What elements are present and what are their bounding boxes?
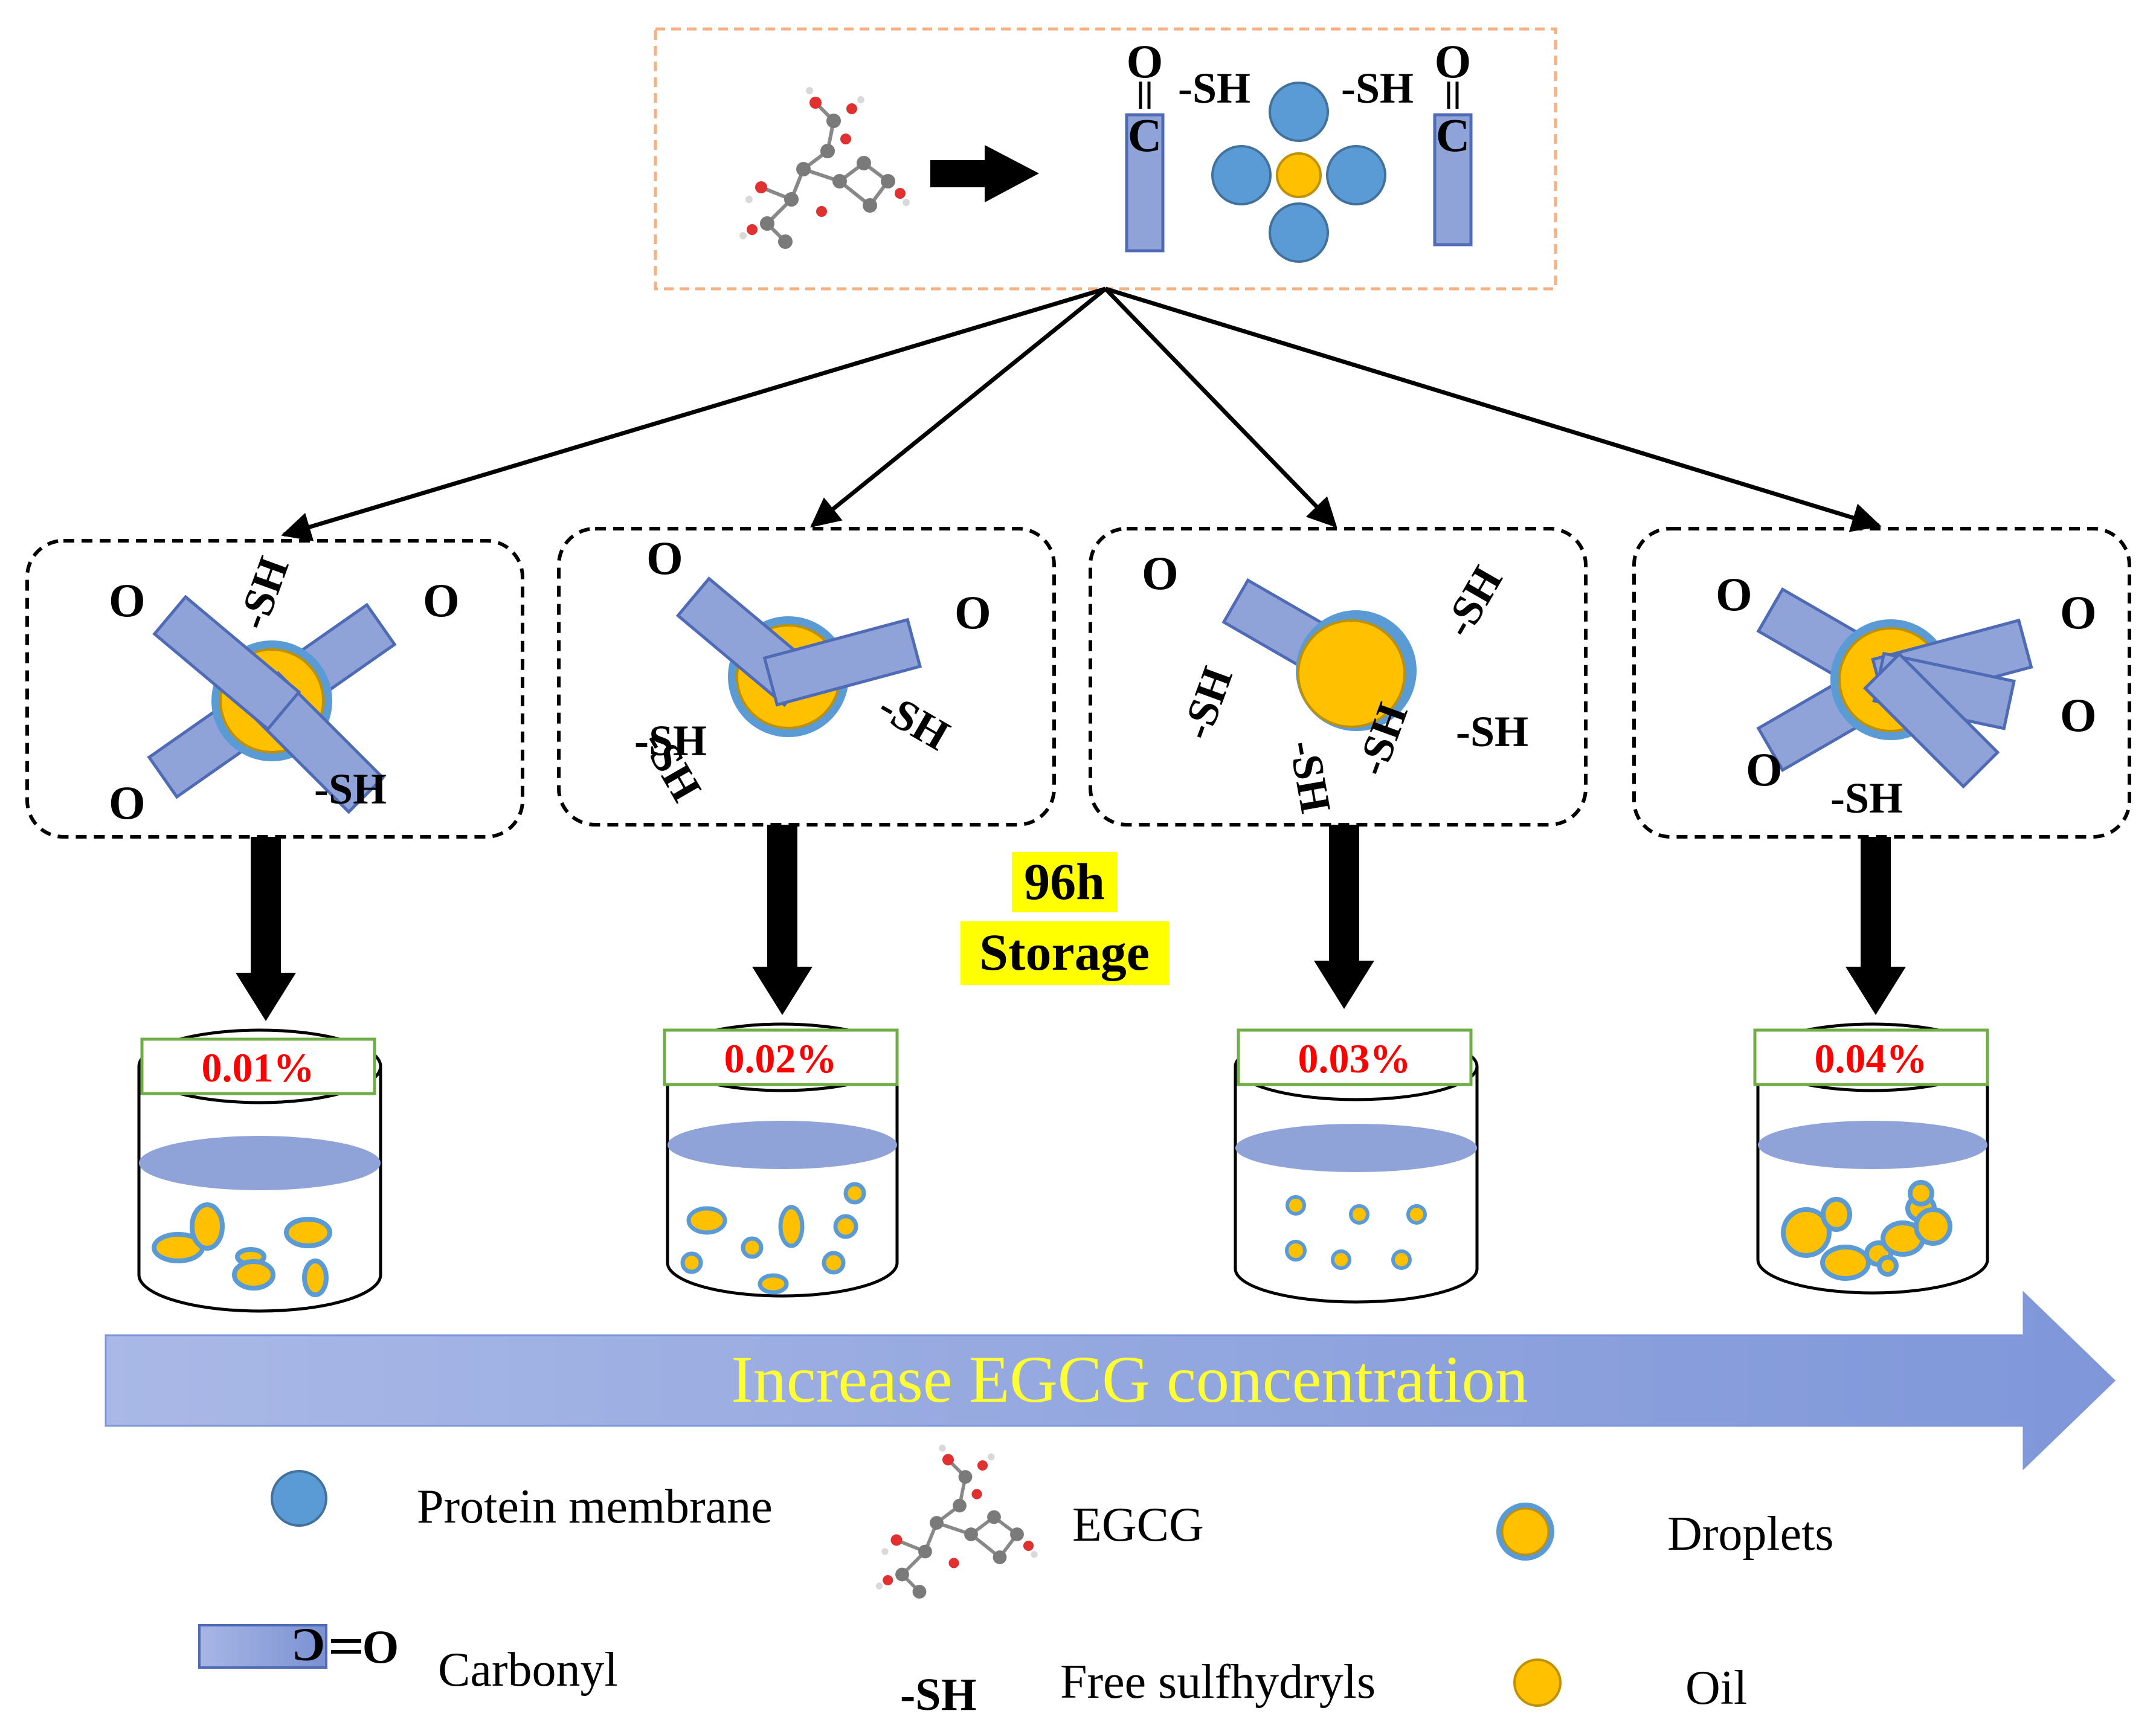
concentration-arrow-banner: Increase EGCG concentration <box>105 1291 2116 1471</box>
legend-protein-membrane: Protein membrane <box>271 1470 773 1533</box>
droplet-icon <box>1496 1503 1554 1561</box>
oxygen-label: O <box>109 574 146 627</box>
top-reaction-box: C O -SH -SH C O <box>654 27 1557 291</box>
egcg-icon <box>876 1445 1038 1599</box>
legend-free-sulfhydryls: -SH Free sulfhydryls <box>900 1655 1376 1720</box>
legend-label: Oil <box>1685 1661 1747 1715</box>
protein-oil-cluster <box>1211 82 1386 263</box>
carbonyl-group-top-left: C O <box>1125 35 1165 253</box>
carbonyl-icon: C O <box>198 1619 399 1673</box>
concentration-label: 0.03% <box>1298 1036 1411 1081</box>
legend-carbonyl: C O Carbonyl <box>198 1619 618 1697</box>
beaker-0-01: 0.01% <box>137 1028 382 1313</box>
panel-0-04: O O O O -SH <box>1632 527 2131 839</box>
oxygen-label: O <box>2060 586 2097 639</box>
legend-label: Free sulfhydryls <box>1060 1655 1376 1709</box>
oxygen-label: O <box>2060 689 2097 741</box>
legend-label: Protein membrane <box>417 1480 773 1533</box>
sh-label: -SH <box>634 717 707 765</box>
storage-label: 96h Storage <box>961 852 1169 985</box>
sh-label-top-left: -SH <box>1178 64 1250 112</box>
reaction-arrow <box>930 145 1039 202</box>
carbonyl-group-top-right: C O <box>1433 35 1473 247</box>
oxygen-label: O <box>423 574 460 627</box>
legend: Protein membrane EGCG Droplets C O Carbo… <box>198 1445 1834 1720</box>
oxygen-label: O <box>646 532 683 584</box>
sh-label: -SH <box>1456 707 1528 756</box>
sh-label: -SH <box>1434 558 1511 645</box>
panel-0-03: O -SH -SH -SH -SH -SH <box>1089 527 1588 827</box>
sh-label: -SH <box>228 551 298 636</box>
sh-label: -SH <box>1280 736 1340 816</box>
banner-text: Increase EGCG concentration <box>731 1342 1528 1416</box>
egcg-molecule-icon <box>739 87 910 249</box>
legend-oil: Oil <box>1513 1658 1747 1715</box>
svg-text:O: O <box>362 1620 399 1673</box>
beaker-0-03: 0.03% <box>1234 1028 1479 1304</box>
concentration-label: 0.04% <box>1815 1036 1928 1081</box>
beaker-0-02: 0.02% <box>663 1022 899 1298</box>
storage-word-label: Storage <box>979 923 1150 981</box>
legend-label: Carbonyl <box>438 1643 618 1697</box>
oxygen-label: O <box>1127 35 1163 88</box>
legend-label: Droplets <box>1667 1507 1834 1561</box>
svg-text:C: C <box>291 1619 325 1672</box>
storage-arrows <box>236 825 1906 1021</box>
carbon-label: C <box>1128 109 1162 161</box>
sh-label: -SH <box>1172 661 1242 746</box>
legend-label: EGCG <box>1072 1498 1204 1552</box>
legend-droplets: Droplets <box>1496 1503 1834 1561</box>
oxygen-label: O <box>1716 568 1752 620</box>
panel-0-02: -SH -SH -SH O O <box>557 527 1056 827</box>
oxygen-label: O <box>1746 743 1783 796</box>
storage-time-label: 96h <box>1024 852 1105 911</box>
oil-icon <box>1513 1658 1562 1707</box>
concentration-label: 0.02% <box>724 1036 837 1081</box>
sh-label: -SH <box>314 765 387 813</box>
oxygen-label: O <box>109 776 146 829</box>
legend-egcg: EGCG <box>876 1445 1204 1599</box>
oxygen-label: O <box>1435 35 1472 88</box>
carbon-label: C <box>1436 109 1470 161</box>
beaker-0-04: 0.04% <box>1753 1022 1989 1295</box>
panel-0-01: -SH -SH O O O <box>25 539 524 839</box>
concentration-label: 0.01% <box>202 1045 315 1091</box>
diverging-arrows <box>281 286 1882 541</box>
oxygen-label: O <box>1142 547 1179 599</box>
sh-label: -SH <box>1830 774 1903 822</box>
sh-label-top-right: -SH <box>1341 64 1414 112</box>
sh-symbol: -SH <box>900 1669 977 1720</box>
protein-membrane-icon <box>271 1470 327 1527</box>
oxygen-label: O <box>954 586 991 639</box>
sh-label: -SH <box>870 682 957 759</box>
